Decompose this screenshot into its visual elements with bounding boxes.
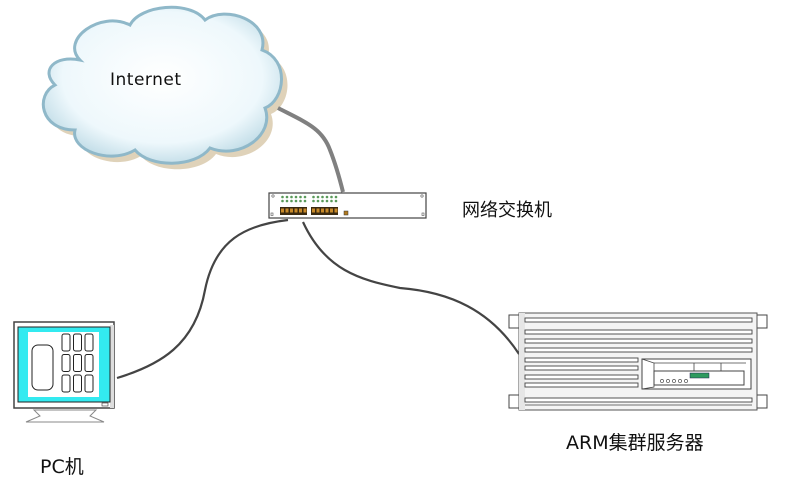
server-led [684, 379, 688, 383]
server-vent [524, 347, 753, 353]
cable-switch-pc [116, 218, 289, 380]
cloud-icon [41, 5, 288, 170]
server-led [666, 379, 670, 383]
pc-screen-block [73, 333, 82, 352]
switch-led [290, 195, 293, 199]
server-led [660, 379, 664, 383]
switch-led [330, 195, 333, 199]
computer-monitor-icon [13, 321, 115, 423]
pc-screen-block [61, 333, 71, 352]
server-vent [524, 397, 753, 403]
server-vent [524, 357, 639, 363]
pc-screen-block [61, 354, 71, 372]
cable-switch-server [302, 221, 520, 355]
cable-internet-switch [277, 106, 345, 193]
server-vent [524, 338, 753, 344]
switch-led [281, 195, 284, 199]
pc-screen-block [84, 333, 94, 352]
switch-port [330, 208, 333, 213]
rack-server-icon [508, 312, 768, 411]
switch-port [312, 208, 315, 213]
switch-port-group [311, 207, 338, 215]
switch-led [325, 195, 329, 199]
pc-label: PC机 [40, 456, 84, 478]
pc-screen-block [84, 374, 94, 393]
switch-port [321, 208, 324, 213]
switch-port [285, 208, 289, 213]
server-vent [524, 365, 639, 371]
switch-led [325, 199, 329, 203]
network-switch-icon [268, 192, 427, 219]
switch-port [294, 208, 298, 213]
switch-led [285, 199, 289, 203]
switch-led [330, 199, 333, 203]
server-label: ARM集群服务器 [566, 432, 704, 454]
switch-label: 网络交换机 [462, 200, 552, 221]
pc-screen-block [73, 374, 82, 393]
switch-led [294, 195, 298, 199]
pc-screen-block [73, 354, 82, 372]
switch-port [281, 208, 284, 213]
pc-screen-block [61, 374, 71, 393]
switch-led [312, 195, 315, 199]
pc-screen-block [84, 354, 94, 372]
switch-led [303, 195, 307, 199]
switch-led [285, 195, 289, 199]
switch-port [325, 208, 329, 213]
server-vent [524, 374, 639, 380]
switch-led [321, 199, 324, 203]
server-vent [524, 317, 753, 323]
switch-port-group [280, 207, 307, 215]
switch-led [299, 195, 302, 199]
switch-port [303, 208, 307, 213]
switch-led [294, 199, 298, 203]
switch-led [316, 195, 320, 199]
internet-label: Internet [110, 70, 182, 90]
switch-led [303, 199, 307, 203]
switch-port [299, 208, 302, 213]
switch-led [321, 195, 324, 199]
switch-led [281, 199, 284, 203]
switch-port [334, 208, 338, 213]
switch-port [316, 208, 320, 213]
switch-led [290, 199, 293, 203]
switch-port [290, 208, 293, 213]
switch-led [316, 199, 320, 203]
switch-led [334, 195, 338, 199]
switch-led [299, 199, 302, 203]
switch-led [334, 199, 338, 203]
server-led [678, 379, 682, 383]
server-vent [524, 329, 753, 335]
server-vent [524, 382, 639, 388]
switch-led [312, 199, 315, 203]
server-led [672, 379, 676, 383]
